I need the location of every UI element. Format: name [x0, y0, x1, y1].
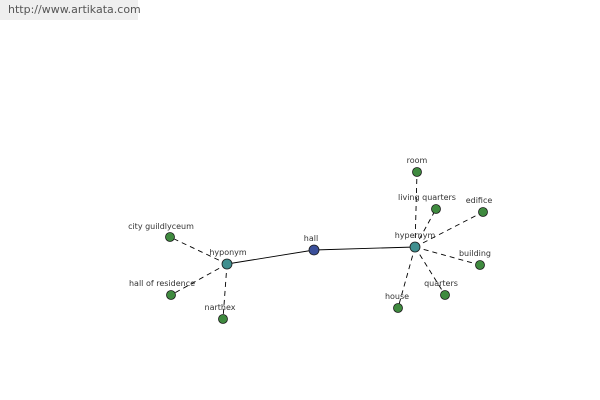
node-hall-of-residence[interactable] — [166, 290, 176, 300]
edge-hyponym-hall-of-residence — [170, 263, 228, 296]
node-label-hyponym[interactable]: hyponym — [209, 248, 247, 257]
site-banner: http://www.artikata.com — [0, 0, 141, 20]
edge-hall-hypernym — [313, 246, 416, 251]
edge-hypernym-quarters — [414, 246, 446, 296]
edge-hyponym-narthex — [222, 263, 228, 320]
node-narthex[interactable] — [218, 314, 228, 324]
site-url-link[interactable]: http://www.artikata.com — [8, 3, 141, 16]
node-edifice[interactable] — [478, 207, 488, 217]
node-label-hypernym[interactable]: hypernym — [395, 231, 436, 240]
graph-labels: hall hyponym city guildlyceum hall of resid… — [128, 156, 492, 312]
node-label-hall-of-residence[interactable]: hall of residence — [129, 279, 195, 288]
graph-nodes — [165, 167, 488, 324]
node-building[interactable] — [475, 260, 485, 270]
node-hall[interactable] — [308, 244, 320, 256]
edge-hall-hyponym — [226, 249, 315, 265]
node-label-quarters[interactable]: quarters — [424, 279, 458, 288]
node-label-edifice[interactable]: edifice — [466, 196, 493, 205]
edge-hypernym-edifice — [414, 211, 484, 248]
graph-edges — [169, 171, 484, 320]
edge-hypernym-living-quarters — [414, 208, 437, 248]
node-label-house[interactable]: house — [385, 292, 409, 301]
node-room[interactable] — [412, 167, 422, 177]
edge-hyponym-city-guildlyceum — [169, 236, 228, 265]
node-label-room[interactable]: room — [407, 156, 428, 165]
node-label-living-quarters[interactable]: living quarters — [398, 193, 456, 202]
node-hypernym[interactable] — [409, 241, 421, 253]
edge-hypernym-building — [414, 246, 481, 266]
node-hyponym[interactable] — [221, 258, 233, 270]
node-label-narthex[interactable]: narthex — [205, 303, 236, 312]
edge-hypernym-room — [414, 171, 418, 248]
node-label-hall[interactable]: hall — [304, 234, 318, 243]
node-quarters[interactable] — [440, 290, 450, 300]
node-city-guildlyceum[interactable] — [165, 232, 175, 242]
node-living-quarters[interactable] — [431, 204, 441, 214]
node-label-city-guildlyceum[interactable]: city guildlyceum — [128, 222, 194, 231]
edge-hypernym-house — [397, 246, 416, 309]
node-house[interactable] — [393, 303, 403, 313]
node-label-building[interactable]: building — [459, 249, 491, 258]
